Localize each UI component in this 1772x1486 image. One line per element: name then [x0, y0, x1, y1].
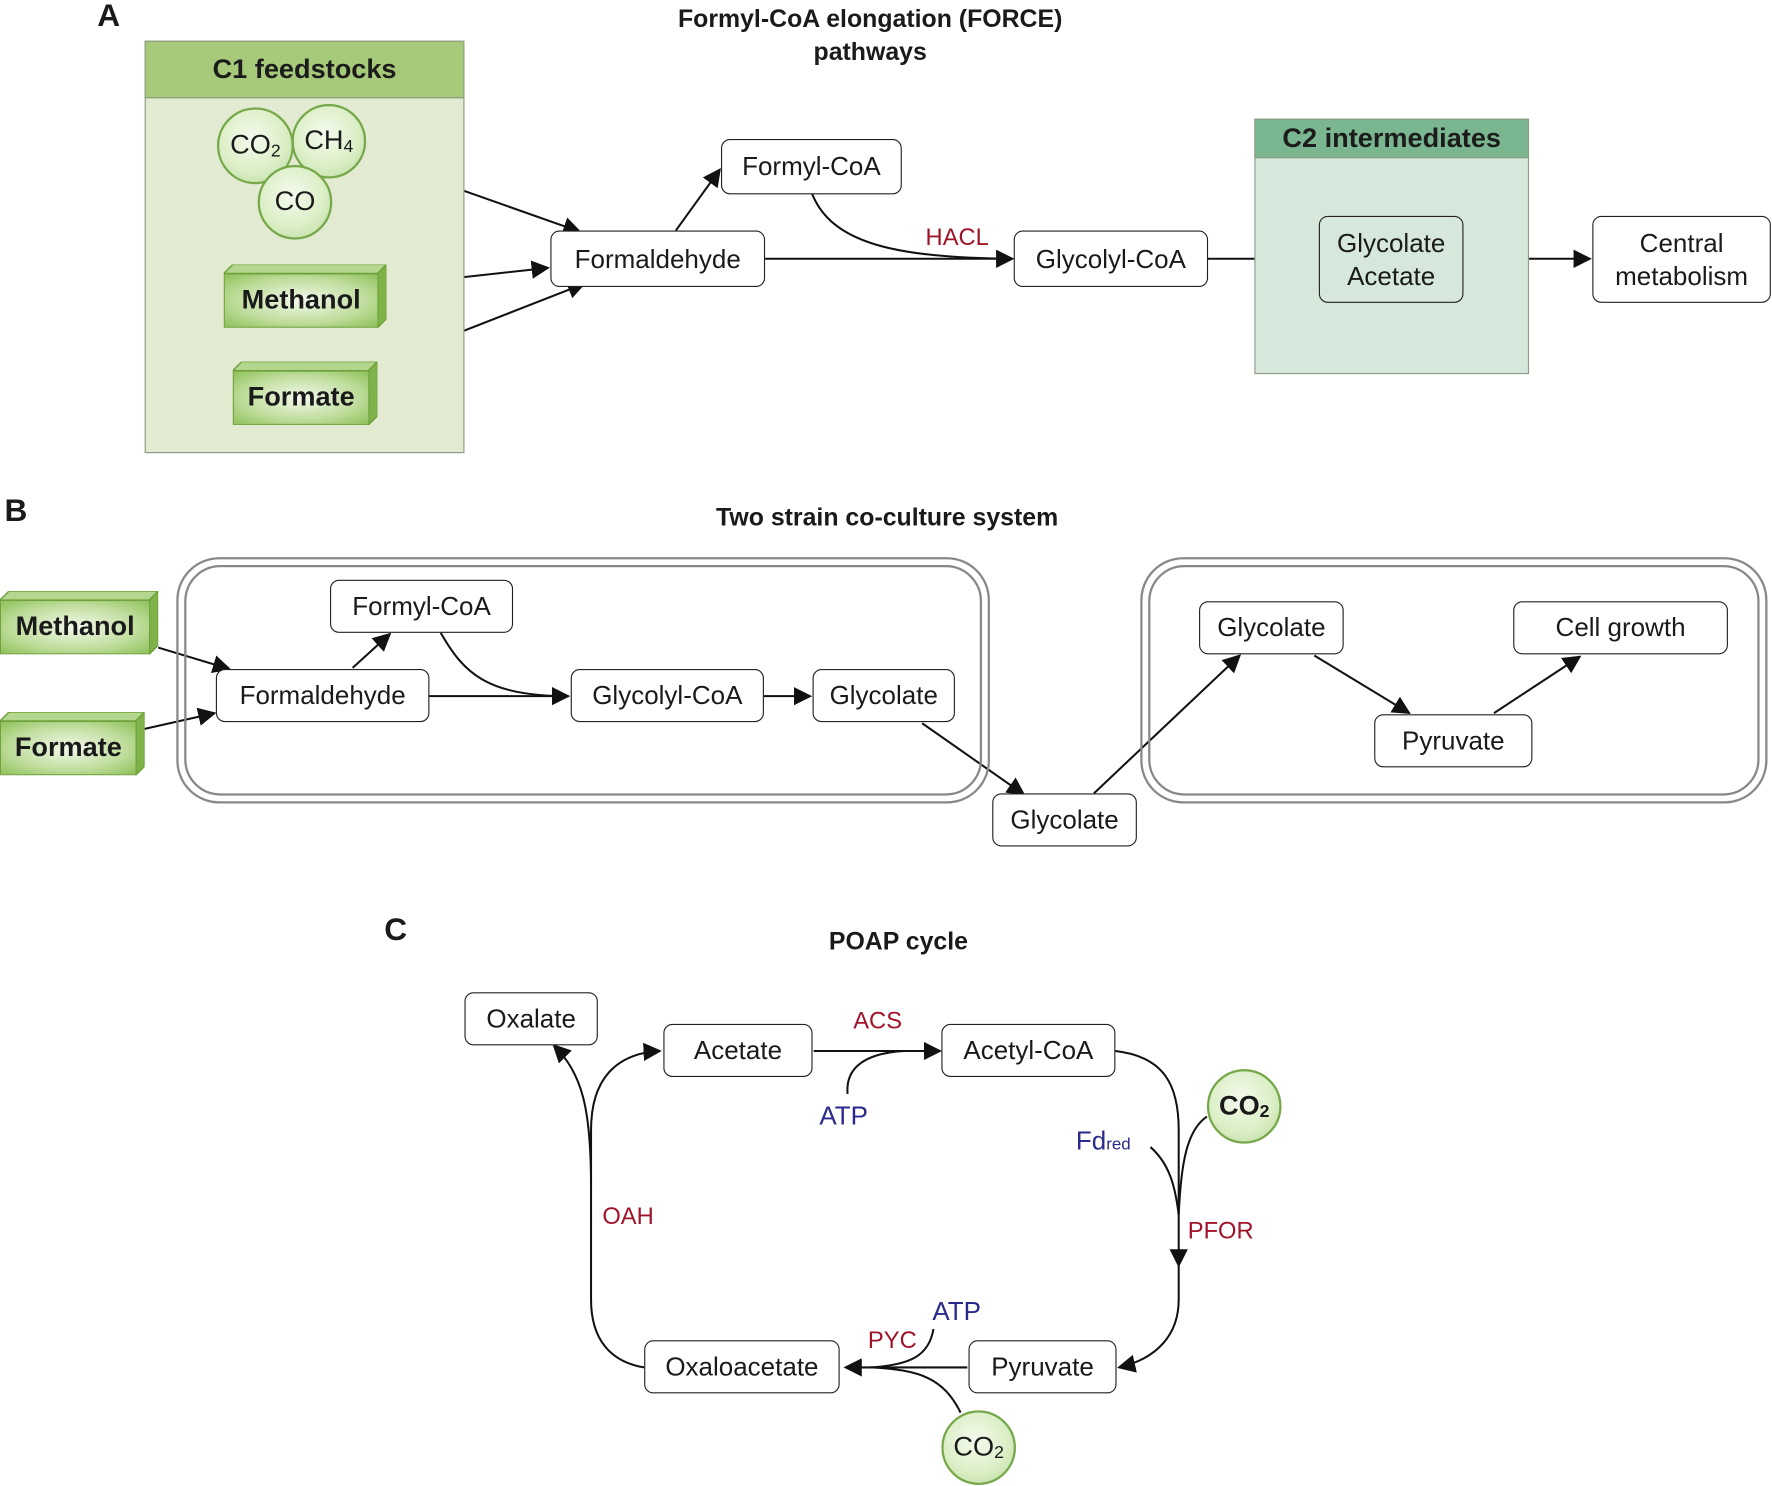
- formate-label: Formate: [232, 370, 370, 425]
- node-formaldehyde-a: Formaldehyde: [550, 230, 766, 288]
- co2-circle-pfor: CO2: [1206, 1069, 1282, 1144]
- arrow-oah-oxalate: [552, 1044, 593, 1187]
- panel-letter-b: B: [4, 492, 28, 528]
- co2-label-pyc: CO2: [953, 1431, 1004, 1463]
- node-glycolate-acetate: Glycolate Acetate: [1318, 215, 1464, 303]
- cube-shape: [0, 711, 145, 776]
- cube-shape: [0, 591, 159, 655]
- cofactor-atp-pyc: ATP: [932, 1296, 981, 1326]
- arrow-acetylcoa-pfor: [1115, 1049, 1188, 1268]
- c2-intermediates-header: C2 intermediates: [1254, 118, 1530, 159]
- enzyme-hacl: HACL: [925, 224, 989, 251]
- arrow-fd-pfor: [1149, 1146, 1180, 1215]
- arrow-atp-pyc: [870, 1328, 935, 1369]
- ch4-label: CH4: [304, 125, 354, 157]
- node-acetate: Acetate: [663, 1023, 813, 1077]
- co-feedstock-circle: CO: [257, 164, 333, 240]
- panel-letter-c: C: [384, 911, 408, 948]
- panel-b-title: Two strain co-culture system: [716, 502, 1059, 532]
- node-central-metabolism: Central metabolism: [1592, 215, 1771, 303]
- node-formaldehyde-b: Formaldehyde: [215, 669, 430, 723]
- strain2-cell-inner: [1148, 565, 1760, 796]
- node-formylcoa-a: Formyl-CoA: [721, 139, 902, 195]
- co2-label-pfor: CO2: [1218, 1090, 1270, 1122]
- glycolate-label: Glycolate: [1336, 227, 1446, 258]
- arrow-co2-pyc: [870, 1366, 962, 1414]
- enzyme-acs: ACS: [853, 1008, 903, 1035]
- arrow-glycolate-exchange: [921, 722, 1026, 796]
- arrow-methanol-formaldehyde-b: [157, 646, 232, 674]
- panel-a-title-line2: pathways: [813, 37, 927, 66]
- cofactor-fd-red: Fdred: [1075, 1125, 1131, 1155]
- arrow-atp-acs: [846, 1049, 905, 1095]
- co-label: CO: [274, 186, 316, 217]
- node-oxalate: Oxalate: [464, 992, 598, 1046]
- node-oxaloacetate: Oxaloacetate: [644, 1340, 840, 1394]
- arrow-exchange-glycolate2: [1093, 654, 1242, 795]
- acetate-label: Acetate: [1347, 260, 1436, 290]
- cube-shape: [232, 361, 378, 425]
- arrow-pfor-pyruvate: [1117, 1265, 1180, 1373]
- metabolism-label: metabolism: [1615, 260, 1749, 290]
- co2-circle-pyc: CO2: [941, 1410, 1016, 1485]
- methanol-label-b: Methanol: [0, 600, 151, 655]
- arrow-pyruvate-cellgrowth: [1493, 655, 1582, 714]
- arrow-formylcoa-glycolylcoa-b: [439, 632, 569, 698]
- strain2-cell-outer: [1140, 557, 1768, 804]
- arrow-glycolate2-pyruvate: [1313, 654, 1411, 715]
- arrow-formaldehyde-formylcoa: [674, 168, 721, 232]
- panel-c-title: POAP cycle: [828, 926, 969, 955]
- formate-label-b: Formate: [0, 721, 137, 776]
- panel-a-title-line1: Formyl-CoA elongation (FORCE): [677, 4, 1063, 33]
- node-formylcoa-b: Formyl-CoA: [329, 579, 514, 633]
- ch4-feedstock-circle: CH4: [291, 103, 367, 179]
- node-glycolate-strain2: Glycolate: [1199, 601, 1344, 655]
- formate-feedstock: Formate: [232, 361, 378, 425]
- arrow-co2-pfor: [1177, 1115, 1208, 1215]
- node-glycolate-strain1: Glycolate: [812, 669, 955, 723]
- arrow-formaldehyde-formylcoa-b: [351, 632, 392, 669]
- formate-feed-b: Formate: [0, 711, 145, 776]
- co2-feedstock-circle: CO2: [216, 107, 294, 185]
- arrow-oxaloacetate-cycle: [590, 1042, 662, 1369]
- enzyme-pyc: PYC: [867, 1327, 917, 1354]
- enzyme-oah: OAH: [602, 1203, 654, 1230]
- methanol-feed-b: Methanol: [0, 591, 159, 655]
- arrow-formate-formaldehyde-b: [144, 707, 217, 730]
- node-acetylcoa: Acetyl-CoA: [941, 1023, 1116, 1077]
- node-glycolate-exchange: Glycolate: [992, 793, 1137, 847]
- methanol-label: Methanol: [223, 273, 379, 328]
- panel-a-title: Formyl-CoA elongation (FORCE) pathways: [610, 2, 1130, 68]
- node-glycolylcoa-b: Glycolyl-CoA: [570, 669, 764, 723]
- methanol-feedstock: Methanol: [223, 264, 387, 328]
- node-glycolylcoa-a: Glycolyl-CoA: [1013, 230, 1209, 288]
- node-pyruvate-strain2: Pyruvate: [1374, 714, 1533, 768]
- arrow-formylcoa-glycolylcoa: [810, 191, 1013, 260]
- cofactor-atp-acs: ATP: [819, 1100, 868, 1131]
- node-pyruvate-c: Pyruvate: [968, 1340, 1117, 1394]
- strain1-cell-outer: [176, 557, 990, 804]
- strain1-cell-inner: [184, 565, 983, 796]
- co2-label: CO2: [230, 129, 281, 161]
- c1-feedstocks-header: C1 feedstocks: [144, 40, 465, 99]
- node-cell-growth: Cell growth: [1513, 601, 1728, 655]
- central-label: Central: [1639, 227, 1724, 258]
- enzyme-pfor: PFOR: [1187, 1218, 1254, 1245]
- panel-letter-a: A: [97, 0, 121, 33]
